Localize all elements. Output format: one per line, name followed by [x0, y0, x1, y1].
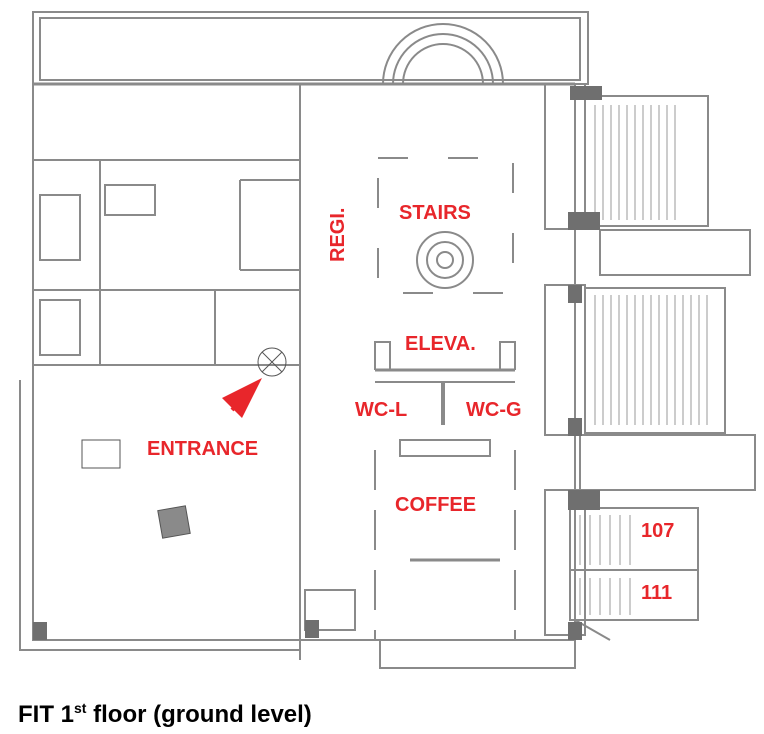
- auditorium-south: [584, 287, 726, 434]
- lobby-sculpture: [81, 439, 121, 469]
- canopy-arc: [382, 23, 504, 85]
- auditorium-north: [584, 95, 709, 227]
- label-registration: REGI.: [327, 207, 349, 262]
- label-elevator: ELEVA.: [405, 333, 476, 355]
- caption-prefix: FIT 1: [18, 701, 75, 728]
- label-wc-gents: WC-G: [466, 399, 522, 421]
- outer-wall-west: [32, 84, 301, 660]
- atrium-outline: [377, 157, 514, 294]
- entrance-arrow: [222, 378, 262, 418]
- room-111-outline: [569, 569, 699, 621]
- bottom-terrace: [379, 640, 576, 669]
- label-coffee: COFFEE: [395, 494, 477, 516]
- caption-suffix: floor (ground level): [86, 701, 312, 728]
- label-stairs: STAIRS: [399, 202, 471, 224]
- revolving-door: [257, 347, 287, 377]
- label-entrance: ENTRANCE: [147, 438, 259, 460]
- map-caption: FIT 1st floor (ground level): [18, 700, 312, 729]
- label-room-107: 107: [641, 520, 675, 542]
- label-wc-ladies: WC-L: [355, 399, 408, 421]
- top-terrace: [32, 11, 589, 85]
- room-107-outline: [569, 507, 699, 571]
- floor-plan: [19, 11, 756, 669]
- caption-superscript: st: [74, 700, 87, 716]
- label-room-111: 111: [641, 582, 673, 604]
- spiral-stairs: [416, 231, 474, 289]
